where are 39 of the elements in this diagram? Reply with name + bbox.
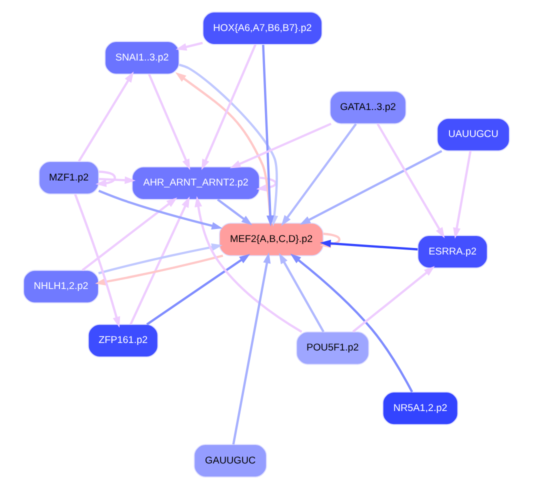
arrow bbox=[256, 176, 277, 192]
arrow bbox=[96, 170, 116, 188]
node-box: ZFP161.p2 bbox=[88, 324, 158, 358]
node-box: NHLH1,2.p2 bbox=[23, 270, 99, 304]
node-box: NR5A1,2.p2 bbox=[382, 392, 458, 426]
arrow bbox=[230, 122, 332, 168]
arrow bbox=[202, 44, 256, 170]
arrow bbox=[98, 176, 136, 184]
arrow bbox=[300, 150, 442, 225]
arrow bbox=[352, 266, 435, 333]
arrow bbox=[95, 254, 224, 286]
node-box: AHR_ARNT_ARNT2.p2 bbox=[132, 166, 260, 200]
node-box: MEF2{A,B,C,D}.p2 bbox=[219, 222, 324, 256]
arrow bbox=[78, 72, 134, 162]
arrow bbox=[232, 252, 271, 445]
node-box: MZF1.p2 bbox=[38, 161, 100, 194]
node-box: ESRRA.p2 bbox=[417, 235, 488, 268]
arrow bbox=[290, 254, 414, 392]
arrow bbox=[82, 197, 178, 272]
arrow bbox=[74, 194, 120, 328]
arrow bbox=[130, 196, 190, 325]
node-box: HOX{A6,A7,B6,B7}.p2 bbox=[202, 12, 322, 45]
node-box: GATA1..3.p2 bbox=[330, 90, 406, 124]
arrow bbox=[98, 243, 222, 274]
arrow bbox=[278, 252, 324, 332]
node-box: SNAI1..3.p2 bbox=[104, 41, 180, 74]
arrow bbox=[281, 123, 357, 226]
arrow bbox=[216, 198, 252, 226]
arrow bbox=[453, 150, 472, 239]
node-box: UAUUGCU bbox=[436, 118, 510, 152]
arrow bbox=[176, 42, 203, 51]
arrow bbox=[376, 123, 445, 238]
arrow bbox=[148, 74, 190, 170]
arrow bbox=[194, 196, 302, 333]
arrow bbox=[146, 254, 250, 326]
arrow bbox=[98, 190, 223, 230]
node-box: POU5F1.p2 bbox=[296, 331, 370, 365]
node-box: GAUUGUC bbox=[194, 444, 267, 478]
arrow bbox=[262, 44, 274, 226]
